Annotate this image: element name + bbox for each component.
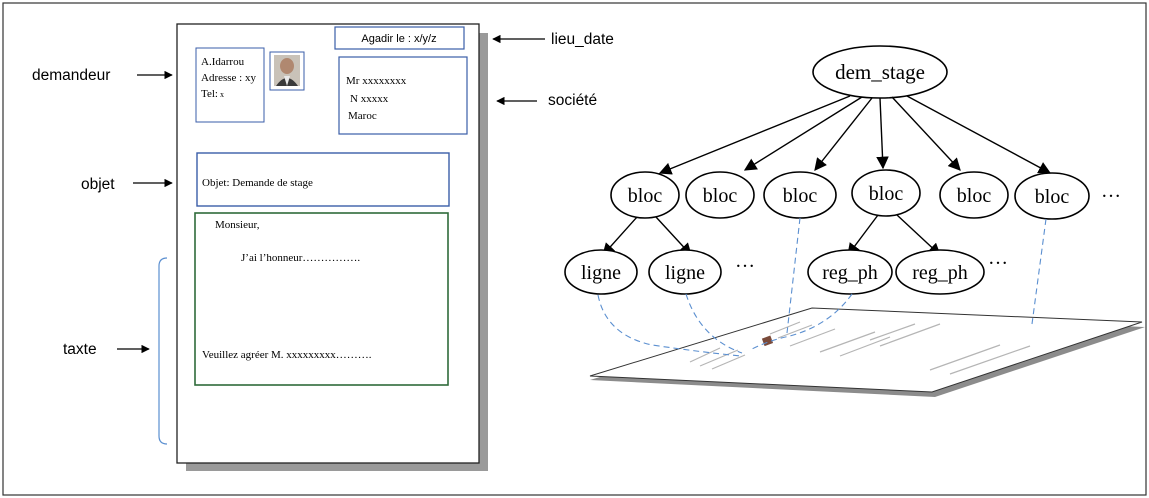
node-bloc-5 (939, 171, 1009, 219)
recipient-line2: N xxxxx (350, 93, 389, 105)
node-bloc-6 (1014, 172, 1090, 220)
node-ligne-2 (648, 249, 722, 295)
node-ligne-2-label: ligne (665, 262, 705, 284)
mapping-links (597, 217, 1047, 357)
place-date-box (334, 26, 465, 50)
node-bloc-4-label: bloc (869, 183, 904, 205)
sender-tel: Tel:x (201, 88, 224, 100)
perspective-page (589, 307, 1145, 397)
node-bloc-6-label: bloc (1035, 186, 1070, 208)
node-regph-1 (807, 249, 893, 295)
node-regph-2-label: reg_ph (912, 262, 968, 284)
subject-box (196, 152, 450, 207)
subject-text: Objet: Demande de stage (202, 177, 313, 189)
label-lieu-date: lieu_date (551, 31, 614, 48)
node-regph-2 (895, 249, 985, 295)
letter-page (176, 23, 488, 471)
node-bloc-1-label: bloc (628, 185, 663, 207)
place-date: Agadir le : x/y/z (361, 33, 436, 45)
greeting: Monsieur, (215, 219, 260, 231)
node-bloc-2-label: bloc (703, 185, 738, 207)
node-ligne-1-label: ligne (581, 262, 621, 284)
body-box (194, 212, 449, 386)
label-demandeur: demandeur (32, 67, 110, 84)
sender-box (195, 47, 265, 123)
root-edges (658, 95, 1052, 175)
more-regph: … (988, 247, 1008, 269)
body-line: J’ai l’honneur……………. (241, 252, 360, 264)
sender-address: Adresse : xy (201, 72, 256, 84)
letter-sheet (176, 23, 480, 464)
sender-name: A.Idarrou (201, 56, 245, 68)
recipient-line3: Maroc (348, 110, 377, 122)
closing-line: Veuillez agréer M. xxxxxxxxx………. (202, 349, 372, 361)
label-taxte: taxte (63, 341, 97, 358)
node-bloc-3-label: bloc (783, 185, 818, 207)
taxte-brace (158, 257, 168, 445)
label-societe: société (548, 92, 597, 109)
label-objet: objet (81, 176, 115, 193)
more-lignes: … (735, 250, 755, 272)
more-blocs: … (1101, 180, 1121, 202)
node-bloc-5-label: bloc (957, 185, 992, 207)
node-bloc-4 (851, 169, 921, 217)
sender-photo (269, 51, 305, 91)
node-root-label: dem_stage (835, 60, 925, 84)
node-bloc-1 (610, 171, 680, 219)
recipient-box (338, 56, 468, 135)
recipient-line1: Mr xxxxxxxx (346, 75, 407, 87)
node-bloc-2 (685, 171, 755, 219)
child-edges (602, 214, 941, 257)
node-regph-1-label: reg_ph (822, 262, 878, 284)
node-ligne-1 (564, 249, 638, 295)
